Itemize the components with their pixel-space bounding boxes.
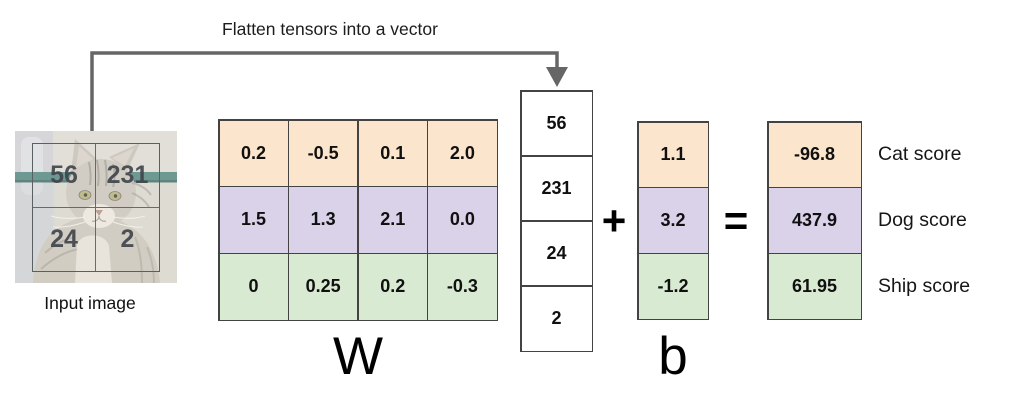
input-vector-cell: 24 [521, 221, 592, 286]
score-labels: Cat score Dog score Ship score [878, 121, 1018, 320]
bias-cell: 1.1 [638, 122, 708, 187]
bias-label: b [658, 327, 688, 386]
weight-matrix-label: W [332, 327, 384, 386]
cat-figure [33, 139, 160, 283]
weight-cell: 0.2 [219, 120, 288, 186]
plus-operator: + [601, 197, 627, 244]
bias-cell: -1.2 [638, 254, 708, 319]
input-image: 56 231 24 2 [15, 131, 177, 283]
weight-cell: 0.2 [358, 254, 427, 320]
weight-cell: 2.0 [428, 120, 497, 186]
input-vector-cell: 231 [521, 156, 592, 221]
weight-cell: -0.3 [428, 254, 497, 320]
score-cell: 437.9 [768, 188, 861, 253]
score-cell: -96.8 [768, 122, 861, 187]
equals-operator: = [723, 197, 749, 244]
score-label-dog: Dog score [878, 208, 967, 231]
weight-matrix: 0.2 -0.5 0.1 2.0 1.5 1.3 2.1 0.0 0 0.25 … [218, 119, 498, 321]
score-label-ship: Ship score [878, 275, 971, 298]
input-vector-cell: 56 [521, 91, 592, 156]
weight-cell: 2.1 [358, 187, 427, 253]
input-vector: 56 231 24 2 [520, 90, 593, 352]
pixel-value: 2 [120, 224, 135, 253]
weight-cell: 0.0 [428, 187, 497, 253]
flatten-label: Flatten tensors into a vector [222, 19, 438, 39]
score-cell: 61.95 [768, 254, 861, 319]
weight-cell: 1.3 [289, 187, 358, 253]
flatten-arrow-head-icon [546, 67, 568, 87]
weight-cell: 0.1 [358, 120, 427, 186]
pixel-value: 56 [33, 144, 96, 208]
score-label-cat: Cat score [878, 142, 962, 165]
weight-cell: 0 [219, 254, 288, 320]
score-vector: -96.8 437.9 61.95 [767, 121, 862, 320]
weight-cell: 0.25 [289, 254, 358, 320]
pixel-value: 231 [96, 144, 159, 208]
pixel-value: 24 [33, 207, 96, 271]
weight-cell: -0.5 [289, 120, 358, 186]
bias-cell: 3.2 [638, 188, 708, 253]
pixel-grid: 56 231 24 2 [32, 143, 160, 272]
input-vector-cell: 2 [521, 286, 592, 351]
weight-cell: 1.5 [219, 187, 288, 253]
bias-vector: 1.1 3.2 -1.2 [637, 121, 709, 320]
input-image-caption: Input image [44, 293, 136, 313]
